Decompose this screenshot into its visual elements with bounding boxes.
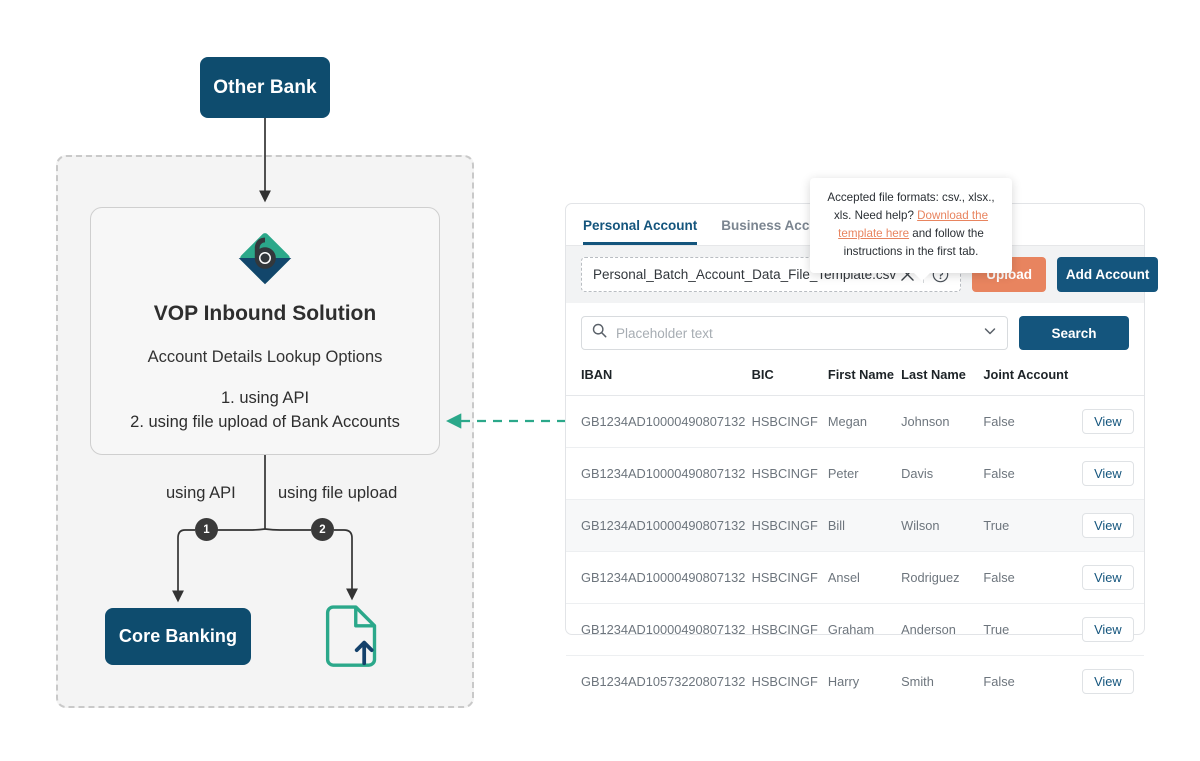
tab-personal-account[interactable]: Personal Account bbox=[583, 218, 698, 245]
branch-label-using-api: using API bbox=[166, 484, 236, 502]
vop-brand-logo-icon bbox=[238, 233, 292, 285]
file-format-tooltip: Accepted file formats: csv., xlsx., xls.… bbox=[810, 178, 1012, 281]
vop-inbound-solution-card: VOP Inbound Solution Account Details Loo… bbox=[90, 207, 440, 455]
download-template-link[interactable]: Download the template here bbox=[838, 208, 989, 240]
account-management-panel: Personal Account Business Account Person… bbox=[565, 203, 1159, 694]
column-header-first-name: First Name bbox=[827, 362, 902, 396]
cell-joint-account: True bbox=[983, 499, 1072, 552]
cell-first-name: Harry bbox=[827, 674, 860, 689]
column-header-joint-account: Joint Account bbox=[983, 362, 1072, 396]
view-button[interactable]: View bbox=[1082, 617, 1134, 642]
table-row[interactable]: GB1234AD10573220807132 HSBCINGF Harry Smith… bbox=[566, 656, 1144, 708]
core-banking-label: Core Banking bbox=[118, 626, 238, 646]
cell-joint-account: False bbox=[983, 551, 1072, 604]
cell-bic: HSBCINGF bbox=[751, 395, 828, 448]
cell-actions: View bbox=[1071, 499, 1144, 552]
column-header-iban: IBAN bbox=[566, 362, 752, 396]
tooltip-line-2-prefix: Need help? bbox=[854, 208, 918, 222]
tooltip-line-2-suffix: and follow the instructions in the first… bbox=[843, 226, 984, 258]
add-account-button[interactable]: Add Account bbox=[1057, 257, 1159, 292]
table-header-row: IBAN BIC First Name Last Name Joint Acco… bbox=[566, 362, 1144, 396]
cell-first-name: Peter bbox=[827, 447, 902, 500]
cell-bic: HSBCINGF bbox=[751, 499, 828, 552]
vop-card-title: VOP Inbound Solution bbox=[153, 302, 377, 325]
cell-iban: GB1234AD10000490807132 bbox=[566, 499, 752, 552]
node-core-banking: Core Banking bbox=[105, 608, 251, 665]
cell-iban: GB1234AD10000490807132 bbox=[566, 395, 752, 448]
cell-iban: GB1234AD10000490807132 bbox=[566, 603, 752, 656]
cell-joint-account: False bbox=[983, 447, 1072, 500]
cell-first-name: Bill bbox=[827, 499, 902, 552]
chevron-down-icon[interactable] bbox=[983, 324, 997, 343]
search-placeholder-text: Placeholder text bbox=[616, 325, 713, 341]
cell-first-name: Megan bbox=[827, 395, 902, 448]
cell-last-name: Davis bbox=[901, 447, 984, 500]
cell-last-name: Wilson bbox=[901, 499, 984, 552]
cell-iban: GB1234AD10000490807132 bbox=[566, 447, 752, 500]
cell-bic: HSBCINGF bbox=[751, 447, 828, 500]
cell-last-name: Johnson bbox=[901, 395, 984, 448]
cell-iban: GB1234AD10000490807132 bbox=[566, 551, 752, 604]
tab-business-account[interactable]: Business Account bbox=[721, 218, 839, 233]
cell-actions: View bbox=[1071, 551, 1144, 604]
cell-joint-account: False bbox=[983, 674, 1015, 689]
accounts-table: IBAN BIC First Name Last Name Joint Acco… bbox=[566, 362, 1144, 707]
column-header-bic: BIC bbox=[751, 362, 828, 396]
cell-first-name: Graham bbox=[827, 603, 902, 656]
tooltip-line-1: Accepted file formats: csv., xlsx., xls. bbox=[827, 191, 995, 222]
table-header: IBAN BIC First Name Last Name Joint Acco… bbox=[566, 362, 1144, 396]
view-button[interactable]: View bbox=[1082, 669, 1134, 694]
vop-card-subtitle: Account Details Lookup Options bbox=[147, 348, 383, 366]
cell-actions: View bbox=[1071, 603, 1144, 656]
cell-bic: HSBCINGF bbox=[751, 603, 828, 656]
cell-first-name: Ansel bbox=[827, 551, 902, 604]
view-button[interactable]: View bbox=[1082, 565, 1134, 590]
cell-actions: View bbox=[1071, 395, 1144, 448]
cell-last-name: Smith bbox=[901, 674, 934, 689]
view-button[interactable]: View bbox=[1082, 513, 1134, 538]
branch-label-using-file-upload: using file upload bbox=[278, 484, 398, 502]
search-button[interactable]: Search bbox=[1019, 316, 1129, 350]
column-header-actions bbox=[1071, 362, 1144, 396]
cell-last-name: Anderson bbox=[901, 603, 984, 656]
cell-last-name: Rodriguez bbox=[901, 551, 984, 604]
node-other-bank: Other Bank bbox=[200, 57, 330, 118]
view-button[interactable]: View bbox=[1082, 409, 1134, 434]
vop-option-1: 1. using API bbox=[220, 389, 310, 407]
cell-joint-account: True bbox=[983, 603, 1072, 656]
cell-bic: HSBCINGF bbox=[751, 551, 828, 604]
search-input[interactable]: Placeholder text bbox=[581, 316, 1008, 350]
view-button[interactable]: View bbox=[1082, 461, 1134, 486]
cell-iban: GB1234AD10573220807132 bbox=[581, 674, 746, 689]
cell-actions: View bbox=[1072, 656, 1144, 708]
file-upload-icon bbox=[325, 605, 377, 667]
search-icon bbox=[592, 323, 607, 343]
cell-actions: View bbox=[1071, 447, 1144, 500]
search-toolbar: Placeholder text Search bbox=[566, 303, 1144, 362]
column-header-last-name: Last Name bbox=[901, 362, 984, 396]
vop-option-2: 2. using file upload of Bank Accounts bbox=[130, 412, 400, 431]
cell-joint-account: False bbox=[983, 395, 1072, 448]
other-bank-label: Other Bank bbox=[213, 76, 317, 98]
branch-number-badge-1: 1 bbox=[195, 518, 218, 541]
cell-bic: HSBCINGF bbox=[751, 674, 818, 689]
branch-number-badge-2: 2 bbox=[311, 518, 334, 541]
